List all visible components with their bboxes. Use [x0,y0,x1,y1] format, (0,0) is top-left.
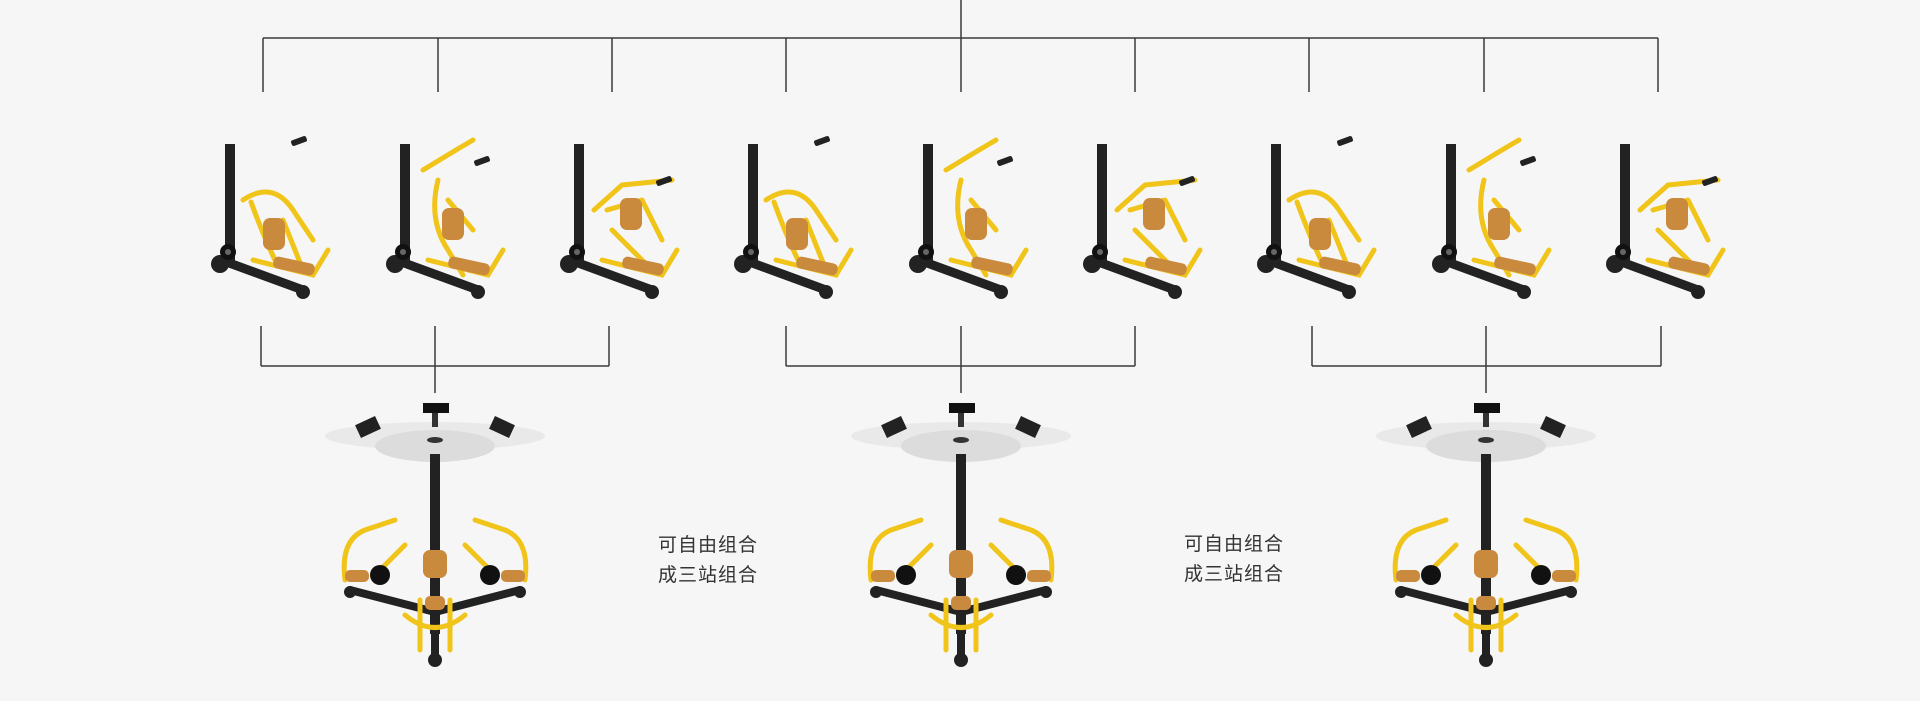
caption-left: 可自由组合 成三站组合 [658,530,758,590]
caption-right-line2: 成三站组合 [1184,563,1285,585]
machine-8-icon [1432,137,1552,299]
machine-7-icon [1257,136,1377,299]
caption-right-line1: 可自由组合 [1184,533,1285,555]
machine-9-icon [1606,144,1726,299]
machine-6-icon [1083,144,1203,299]
caption-right: 可自由组合 成三站组合 [1184,529,1284,589]
machine-4-icon [734,136,854,299]
machine-2-icon [386,137,506,299]
machine-5-icon [909,137,1029,299]
station-combo-2-icon [851,403,1071,667]
caption-left-line1: 可自由组合 [658,534,759,556]
machine-3-icon [560,144,680,299]
machine-1-icon [211,136,331,299]
station-combo-1-icon [325,403,545,667]
station-combo-3-icon [1376,403,1596,667]
caption-left-line2: 成三站组合 [658,564,759,586]
